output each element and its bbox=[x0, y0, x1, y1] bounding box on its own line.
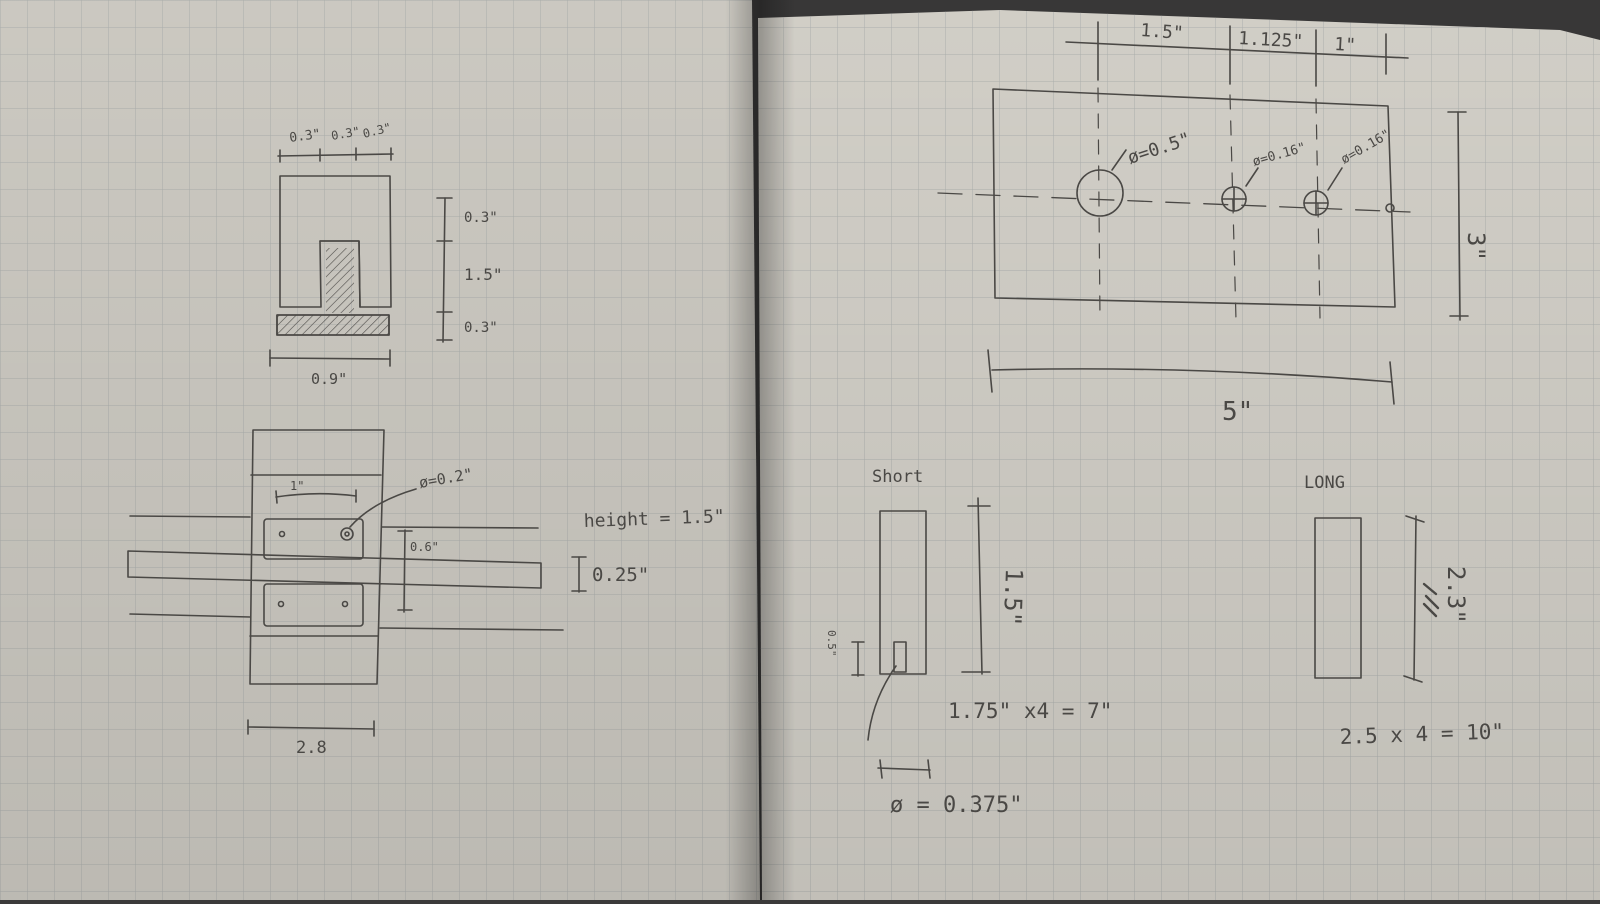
long-piece-length-dim: 2.3" bbox=[1442, 566, 1470, 624]
plate-height-dim: 3" bbox=[1462, 232, 1490, 261]
u-bracket-right-dim-top: 0.3" bbox=[464, 210, 498, 226]
long-piece-label: LONG bbox=[1304, 473, 1345, 493]
short-piece-count-note: 1.75" x4 = 7" bbox=[948, 699, 1112, 723]
short-piece-length-dim: 1.5" bbox=[998, 568, 1028, 627]
plate-top-dim-1: 1.5" bbox=[1140, 20, 1185, 44]
assembly-thickness-dim: 0.25" bbox=[592, 564, 649, 586]
u-bracket-right-dim-bottom: 0.3" bbox=[464, 320, 498, 336]
u-bracket-sketch bbox=[269, 147, 453, 367]
long-piece-count-note: 2.5 x 4 = 10" bbox=[1339, 719, 1504, 749]
plate-top-dim-2: 1.125" bbox=[1238, 28, 1304, 52]
assembly-height-note: height = 1.5" bbox=[583, 506, 725, 532]
assembly-inner-dim: 1" bbox=[290, 479, 304, 493]
plate-width-dim: 5" bbox=[1222, 397, 1253, 427]
assembly-sketch bbox=[127, 429, 587, 737]
short-piece-slot-dim: 0.5" bbox=[825, 630, 838, 657]
short-piece-label: Short bbox=[872, 467, 923, 487]
short-piece-sketch bbox=[851, 497, 991, 779]
u-bracket-bottom-dim: 0.9" bbox=[311, 370, 347, 388]
short-piece-diameter-note: ø = 0.375" bbox=[890, 793, 1022, 818]
u-bracket-top-dim-3: 0.3" bbox=[361, 120, 392, 141]
u-bracket-top-dim-2: 0.3" bbox=[330, 124, 361, 143]
long-piece-sketch bbox=[1314, 515, 1440, 683]
plate-top-dim-3: 1" bbox=[1334, 34, 1357, 56]
u-bracket-top-dim-1: 0.3" bbox=[288, 127, 321, 146]
assembly-side-dim: 0.6" bbox=[410, 540, 439, 554]
u-bracket-right-dim-mid: 1.5" bbox=[464, 265, 503, 284]
assembly-bottom-dim: 2.8 bbox=[296, 738, 327, 758]
plate-sketch bbox=[937, 21, 1469, 405]
